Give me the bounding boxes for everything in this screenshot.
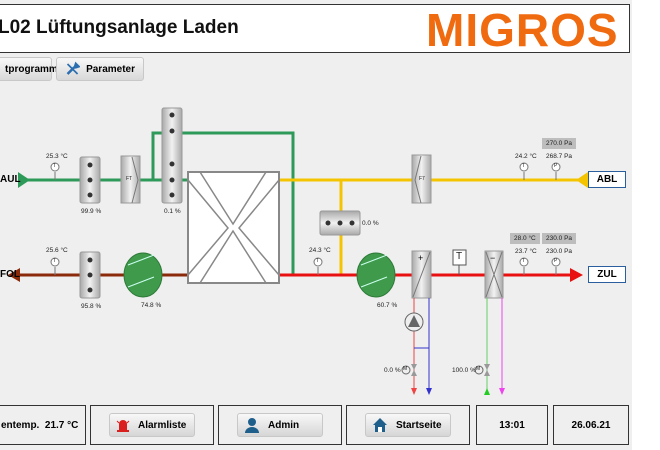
t-box-label: T — [456, 251, 463, 262]
heat-exchanger — [187, 171, 280, 284]
aul-temp: 25.3 °C — [46, 153, 68, 160]
svg-text:−: − — [490, 253, 495, 263]
cooler-water-circuit — [484, 298, 505, 395]
home-label: Startseite — [396, 419, 442, 431]
zul-label: ZUL — [597, 269, 617, 280]
exhaust-fan[interactable] — [123, 252, 163, 298]
cooler-valve-m: M — [476, 366, 481, 372]
heater-valve-icon[interactable] — [401, 364, 417, 376]
sensor-icons — [50, 162, 561, 275]
fol-damper-value: 95.8 % — [81, 303, 102, 310]
abl-pressure-setpoint: 270.0 Pa — [542, 138, 577, 149]
cooler-valve-icon[interactable] — [474, 364, 490, 376]
parameter-label: Parameter — [86, 63, 135, 75]
home-button[interactable]: Startseite — [365, 413, 451, 437]
aul-arrow — [18, 172, 30, 188]
abl-box: ABL — [588, 171, 626, 188]
aul-damper-value: 99.9 % — [81, 208, 102, 215]
t-sensor-box — [452, 249, 467, 275]
supply-temp-before-fan: 24.3 °C — [309, 247, 331, 254]
sensor-t-abl: T — [522, 163, 526, 169]
filter-f7-label: F7 — [419, 176, 425, 182]
sensor-p-zul: P — [554, 258, 558, 264]
page-title: L02 Lüftungsanlage Laden — [0, 17, 239, 38]
abl-temp: 24.2 °C — [515, 153, 537, 160]
sensor-t-fol: T — [53, 258, 57, 264]
exhaust-fan-value: 74.8 % — [141, 302, 162, 309]
tools-icon — [66, 61, 81, 75]
program-label: tprogramm — [5, 63, 58, 75]
hvac-diagram: + − — [8, 107, 588, 395]
filter-ft-label: FT — [126, 176, 133, 182]
outdoor-temp-box: entemp. 21.7 °C — [0, 405, 86, 445]
time-box: 13:01 — [476, 405, 548, 445]
mix-damper[interactable] — [319, 210, 361, 236]
abl-pressure: 268.7 Pa — [546, 153, 573, 160]
admin-button[interactable]: Admin — [237, 413, 323, 437]
alarm-bell-icon — [116, 420, 130, 432]
alarm-box: Alarmliste — [90, 405, 214, 445]
zul-pressure: 230.0 Pa — [546, 248, 573, 255]
pump-icon[interactable] — [404, 312, 424, 332]
filter-ft — [120, 155, 141, 204]
sensor-t-aul: T — [53, 163, 57, 169]
zul-pressure-setpoint: 230.0 Pa — [542, 233, 577, 244]
zul-temp-setpoint: 28.0 °C — [510, 233, 540, 244]
sensor-p-abl: P — [554, 163, 558, 169]
admin-box: Admin — [218, 405, 342, 445]
parameter-button[interactable]: Parameter — [56, 57, 144, 81]
cooler-valve-value: 100.0 % — [452, 367, 476, 374]
svg-text:+: + — [418, 253, 423, 263]
bypass-damper-value: 0.1 % — [164, 208, 181, 215]
heater-valve-value: 0.0 % — [384, 367, 401, 374]
zul-box: ZUL — [588, 266, 626, 283]
heater-valve-m: M — [403, 366, 408, 372]
sensor-t-zul: T — [522, 258, 526, 264]
supply-fan[interactable] — [356, 252, 396, 298]
fol-label: FOL — [0, 269, 20, 280]
cooler: − — [484, 250, 504, 299]
supply-fan-value: 60.7 % — [377, 302, 398, 309]
aul-label: AUL — [0, 174, 21, 185]
mix-damper-value: 0.0 % — [362, 220, 379, 227]
fol-damper[interactable] — [79, 251, 101, 299]
migros-logo: MIGROS — [426, 4, 619, 56]
aul-damper[interactable] — [79, 156, 101, 204]
heater: + — [411, 250, 432, 299]
program-button[interactable]: tprogramm — [0, 57, 58, 81]
home-box: Startseite — [346, 405, 470, 445]
alarm-list-button[interactable]: Alarmliste — [109, 413, 195, 437]
bypass-damper[interactable] — [161, 107, 183, 204]
abl-label: ABL — [596, 174, 618, 185]
sensor-t-supply: T — [316, 258, 320, 264]
admin-label: Admin — [268, 419, 300, 431]
outdoor-temp: entemp. 21.7 °C — [1, 419, 79, 431]
clock-time: 13:01 — [499, 419, 525, 431]
filter-f7 — [411, 154, 432, 204]
header: L02 Lüftungsanlage Laden MIGROS — [0, 4, 630, 56]
alarm-list-label: Alarmliste — [138, 419, 187, 431]
user-icon — [245, 418, 259, 433]
current-date: 26.06.21 — [571, 419, 611, 431]
fol-temp: 25.6 °C — [46, 247, 68, 254]
zul-temp: 23.7 °C — [515, 248, 537, 255]
home-icon — [373, 418, 387, 432]
date-box: 26.06.21 — [553, 405, 629, 445]
